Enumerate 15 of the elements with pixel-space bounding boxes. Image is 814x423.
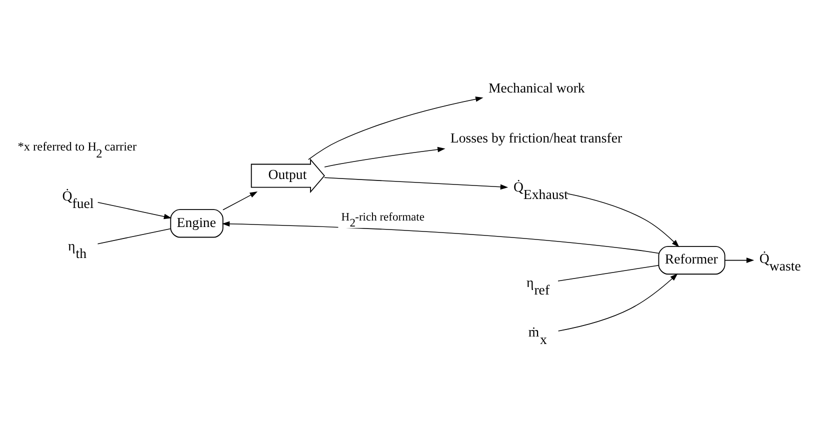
arrow (324, 177, 508, 190)
arrow (558, 274, 678, 332)
arrow (222, 221, 659, 254)
node-box: Reformer (658, 246, 726, 275)
node-text: Mechanical work (488, 80, 585, 96)
arrow (222, 191, 258, 210)
node-box: Engine (170, 209, 224, 238)
arrow (97, 202, 172, 220)
node-text: Losses by friction/heat transfer (450, 130, 622, 146)
arrow (724, 258, 754, 263)
connector (97, 228, 171, 244)
arrow (308, 96, 484, 160)
arrow (566, 193, 680, 248)
arrow (324, 146, 446, 168)
connector (558, 264, 660, 282)
